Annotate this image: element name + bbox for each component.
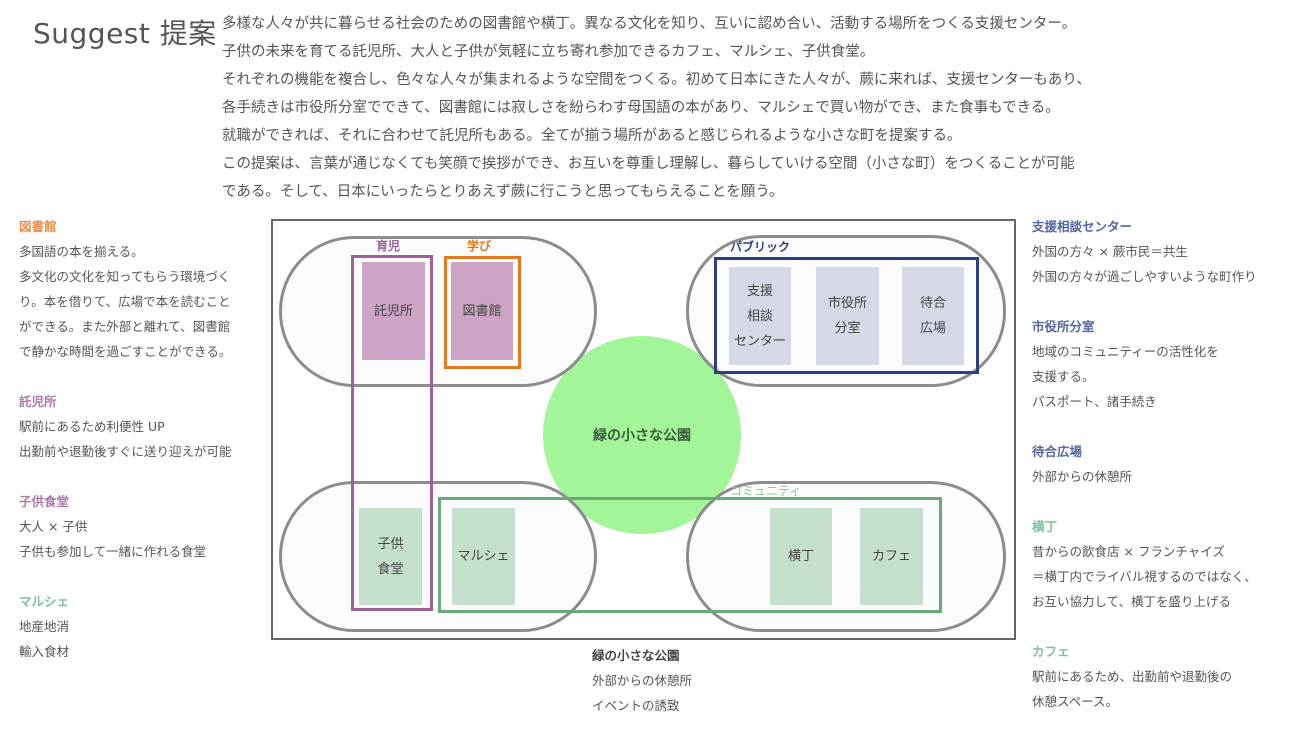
description-line: 地域のコミュニティーの活性化を	[1032, 344, 1219, 359]
group-childcare-label: 育児	[376, 239, 401, 253]
description-group: 図書館多国語の本を揃える。多文化の文化を知ってもらう環境づくり。本を借りて、広場…	[19, 214, 269, 364]
description-group: 横丁昔からの飲食店 × フランチャイズ ＝横丁内でライバル視するのではなく、お互い…	[1032, 514, 1297, 614]
description-heading: 待合広場	[1032, 444, 1083, 459]
description-line: 支援する。	[1032, 369, 1095, 384]
facility-cafe: カフェ	[860, 508, 923, 605]
description-heading: 市役所分室	[1032, 319, 1095, 334]
facility-label: 市役所 分室	[827, 296, 867, 336]
right-descriptions: 支援相談センター外国の方々 × 蕨市民＝共生外国の方々が過ごしやすいような町作り…	[1032, 214, 1297, 739]
description-heading: 託児所	[19, 394, 57, 409]
park-caption: 緑の小さな公園 外部からの休憩所 イベントの誘致	[592, 643, 692, 718]
facility-label: 支援 相談 センター	[733, 283, 786, 349]
description-heading: 図書館	[19, 219, 57, 234]
description-heading: マルシェ	[19, 594, 70, 609]
facility-library: 図書館	[451, 262, 513, 360]
intro-line: それぞれの機能を複合し、色々な人々が集まれるような空間をつくる。初めて日本にきた…	[222, 72, 1091, 88]
facility-label: 図書館	[462, 303, 502, 319]
group-learning-label: 学び	[467, 239, 492, 253]
description-line: 昔からの飲食店 × フランチャイズ	[1032, 544, 1225, 559]
description-group: 支援相談センター外国の方々 × 蕨市民＝共生外国の方々が過ごしやすいような町作り	[1032, 214, 1297, 289]
diagram-frame	[271, 219, 1016, 640]
description-group: 託児所駅前にあるため利便性 UP 出勤前や退勤後すぐに送り迎えが可能	[19, 389, 269, 464]
page-title: Suggest 提案	[33, 17, 217, 50]
facility-label: マルシェ	[457, 549, 510, 564]
description-group: マルシェ地産地消輸入食材	[19, 589, 269, 664]
group-community	[438, 497, 942, 613]
description-line: 駅前にあるため利便性 UP	[19, 419, 165, 434]
group-public-label: パブリック	[730, 240, 791, 254]
facility-city-hall: 市役所 分室	[816, 267, 879, 365]
description-heading: 横丁	[1032, 519, 1058, 534]
description-line: 外国の方々が過ごしやすいような町作り	[1032, 269, 1257, 284]
description-group: 子供食堂大人 × 子供子供も参加して一緒に作れる食堂	[19, 489, 269, 564]
left-descriptions: 図書館多国語の本を揃える。多文化の文化を知ってもらう環境づくり。本を借りて、広場…	[19, 214, 269, 689]
intro-line: 就職ができれば、それに合わせて託児所もある。全てが揃う場所があると感じられるよう…	[222, 128, 962, 144]
description-line: 多国語の本を揃える。	[19, 244, 144, 259]
intro-line: である。そして、日本にいったらとりあえず蕨に行こうと思ってもらえることを願う。	[222, 184, 784, 200]
facility-label: 託児所	[373, 303, 413, 319]
park-label: 緑の小さな公園	[593, 428, 691, 444]
intro-text: 多様な人々が共に暮らせる社会のための図書館や横丁。異なる文化を知り、互いに認め合…	[222, 10, 1222, 206]
group-public	[714, 257, 979, 374]
facility-nursery: 託児所	[362, 262, 425, 360]
description-line: 子供も参加して一緒に作れる食堂	[19, 544, 207, 559]
description-line: 地産地消	[19, 619, 70, 634]
facility-label: カフェ	[871, 549, 911, 564]
intro-line: 各手続きは市役所分室でできて、図書館には寂しさを紛らわす母国語の本があり、マルシ…	[222, 100, 1060, 116]
facility-label: 待合 広場	[919, 296, 946, 336]
group-learning	[444, 256, 521, 369]
group-childcare	[351, 255, 433, 611]
description-line: ＝横丁内でライバル視するのではなく、	[1032, 569, 1257, 584]
description-line: お互い協力して、横丁を盛り上げる	[1032, 594, 1232, 609]
intro-line: 子供の未来を育てる託児所、大人と子供が気軽に立ち寄れ参加できるカフェ、マルシェ、…	[222, 44, 875, 60]
description-line: り。本を借りて、広場で本を読むこと	[19, 294, 231, 309]
facility-label: 横丁	[787, 549, 814, 564]
facility-label: 子供 食堂	[377, 536, 404, 577]
description-line: 外国の方々 × 蕨市民＝共生	[1032, 244, 1188, 259]
facility-plaza: 待合 広場	[902, 267, 964, 365]
description-line: 休憩スペース。	[1032, 694, 1119, 709]
facility-support-center: 支援 相談 センター	[729, 267, 791, 365]
description-line: ができる。また外部と離れて、図書館	[19, 319, 231, 334]
description-line: 出勤前や退勤後すぐに送り迎えが可能	[19, 444, 232, 459]
zone-top-left	[279, 236, 597, 387]
intro-line: この提案は、言葉が通じなくても笑顔で挨拶ができ、お互いを尊重し理解し、暮らしてい…	[222, 156, 1075, 172]
description-heading: 子供食堂	[19, 494, 70, 509]
intro-line: 多様な人々が共に暮らせる社会のための図書館や横丁。異なる文化を知り、互いに認め合…	[222, 16, 1077, 32]
zone-bottom-right	[686, 481, 1006, 632]
description-heading: カフェ	[1032, 644, 1070, 659]
group-community-label: コミュニティ	[730, 484, 802, 498]
description-line: 多文化の文化を知ってもらう環境づく	[19, 269, 231, 284]
description-group: カフェ駅前にあるため、出勤前や退勤後の休憩スペース。	[1032, 639, 1297, 714]
caption-line: 外部からの休憩所	[592, 673, 693, 688]
description-heading: 支援相談センター	[1032, 219, 1133, 234]
description-line: 大人 × 子供	[19, 519, 88, 534]
description-line: 駅前にあるため、出勤前や退勤後の	[1032, 669, 1233, 684]
caption-heading: 緑の小さな公園	[592, 648, 680, 663]
description-line: パスポート、諸手続き	[1032, 394, 1157, 409]
description-line: 外部からの休憩所	[1032, 469, 1133, 484]
caption-line: イベントの誘致	[592, 698, 680, 713]
description-group: 市役所分室地域のコミュニティーの活性化を支援する。パスポート、諸手続き	[1032, 314, 1297, 414]
description-line: で静かな時間を過ごすことができる。	[19, 344, 232, 359]
facility-yokocho: 横丁	[770, 508, 832, 605]
facility-kids-diner: 子供 食堂	[359, 508, 422, 605]
description-line: 輸入食材	[19, 644, 70, 659]
description-group: 待合広場外部からの休憩所	[1032, 439, 1297, 489]
facility-marche: マルシェ	[452, 508, 515, 605]
